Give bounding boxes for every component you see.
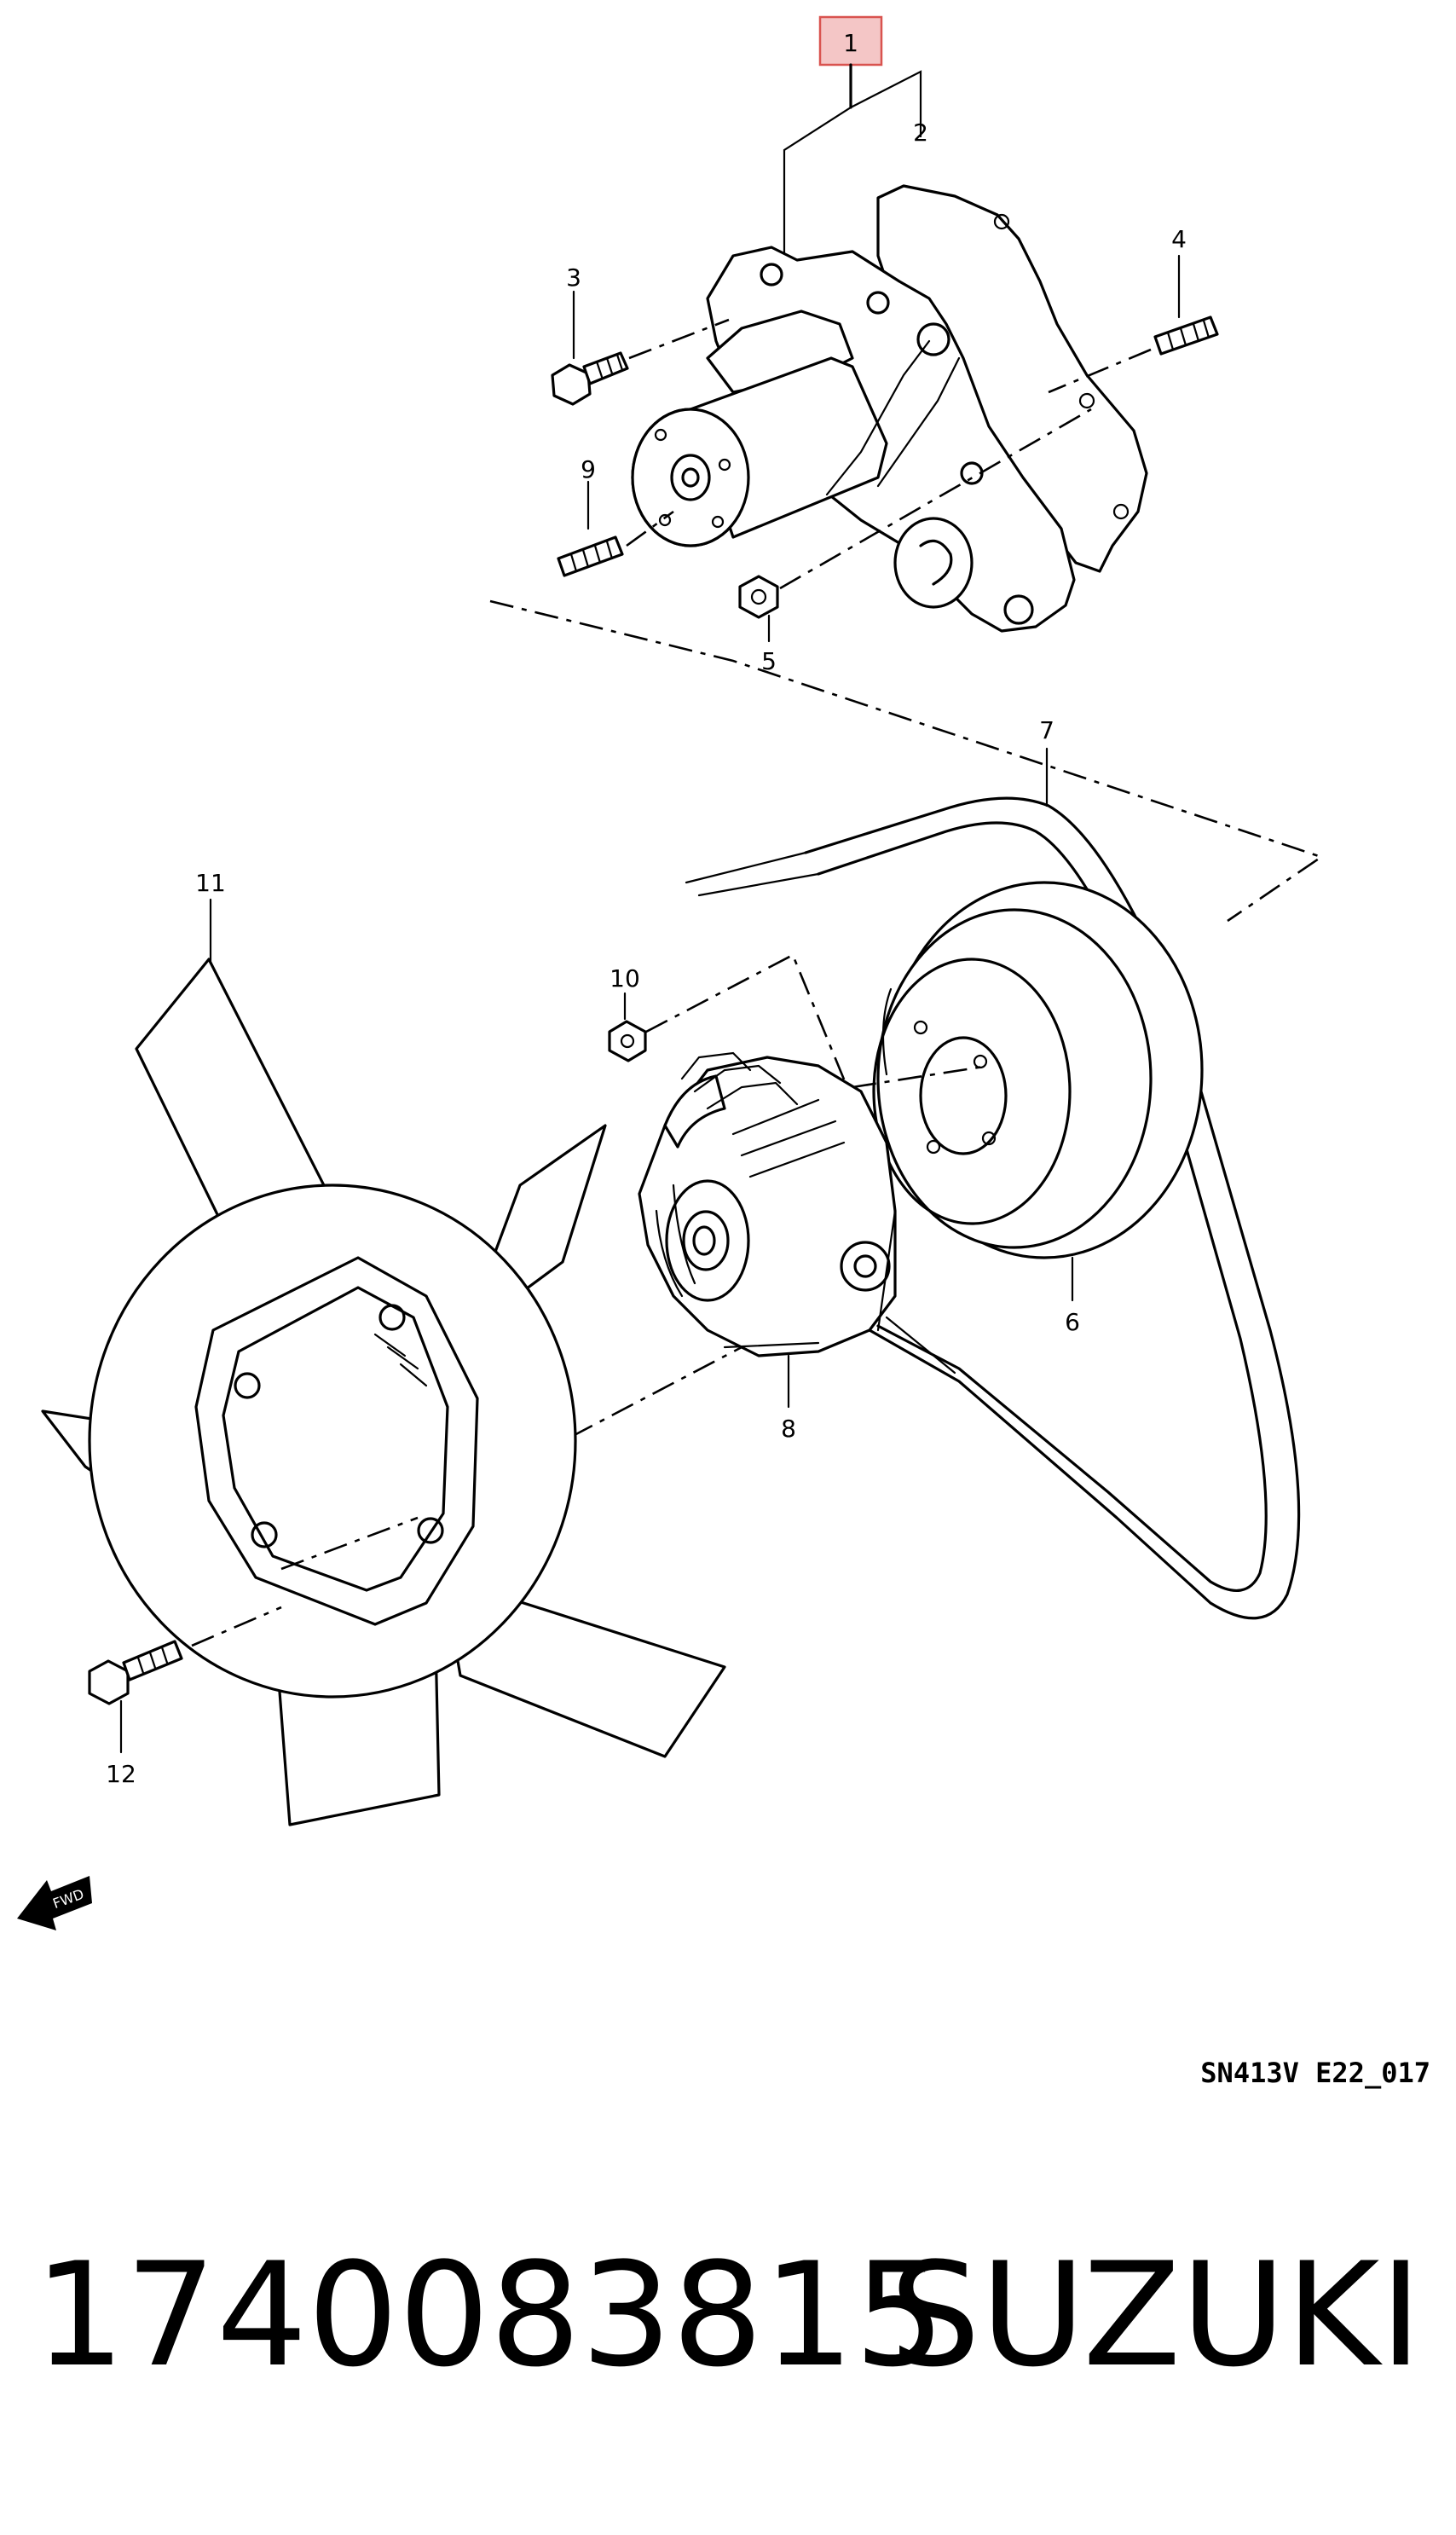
callout-12-label: 12: [106, 1760, 136, 1788]
parts-diagram: 1 2 3: [17, 15, 1430, 2089]
callout-1-box[interactable]: 1: [818, 15, 883, 67]
bolt-part-3: [551, 290, 629, 406]
nut-part-5: [738, 575, 779, 643]
nut-part-10: [608, 992, 647, 1062]
callout-3-label: 3: [566, 263, 581, 292]
fan-clutch-part-8: [638, 1051, 897, 1357]
forward-arrow-icon: FWD: [17, 1876, 92, 1930]
callout-7-label: 7: [1039, 716, 1054, 744]
brand-name: SUZUKI: [889, 2231, 1422, 2399]
cooling-fan-part-11: [41, 958, 726, 1826]
v-belt-part-7: [685, 796, 1301, 1620]
bolt-part-12: [88, 1640, 183, 1754]
callout-11-label: 11: [195, 869, 226, 897]
callout-4-label: 4: [1171, 225, 1187, 253]
exploded-view-drawing: 1 2 3: [17, 15, 1430, 2089]
stud-part-9: [557, 480, 624, 577]
pulley-part-6: [872, 881, 1204, 1259]
water-pump-body: [631, 246, 1076, 633]
callout-8-label: 8: [781, 1415, 796, 1443]
stud-part-4: [1153, 254, 1219, 356]
callout-1-label: 1: [843, 29, 858, 57]
part-number: 1740083815: [34, 2231, 945, 2399]
callout-9-label: 9: [581, 455, 596, 483]
drawing-code: SN413V E22_017: [1200, 2057, 1430, 2089]
callout-2-label: 2: [913, 119, 928, 147]
callout-10-label: 10: [610, 964, 640, 993]
footer-band: [0, 2110, 1456, 2535]
callout-6-label: 6: [1065, 1308, 1080, 1336]
callout-5-label: 5: [761, 647, 777, 675]
